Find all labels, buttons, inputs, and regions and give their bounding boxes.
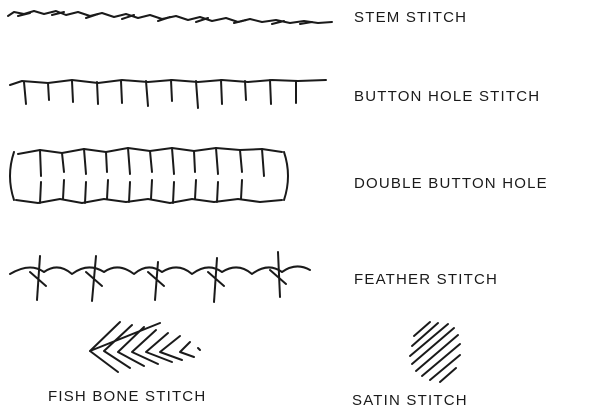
- feather-stitch-label: FEATHER STITCH: [354, 271, 498, 288]
- stem-stitch-label: STEM STITCH: [354, 9, 467, 26]
- fish-bone-stitch-icon: [90, 322, 200, 372]
- double-button-hole-label: DOUBLE BUTTON HOLE: [354, 175, 548, 192]
- stem-stitch-icon: [8, 11, 332, 24]
- feather-stitch-icon: [10, 252, 310, 302]
- button-hole-stitch-label: BUTTON HOLE STITCH: [354, 88, 540, 105]
- double-button-hole-stitch-icon: [10, 148, 288, 203]
- satin-stitch-icon: [410, 322, 460, 382]
- button-hole-stitch-icon: [10, 80, 326, 108]
- satin-stitch-label: SATIN STITCH: [352, 392, 468, 409]
- fish-bone-stitch-label: FISH BONE STITCH: [48, 388, 206, 405]
